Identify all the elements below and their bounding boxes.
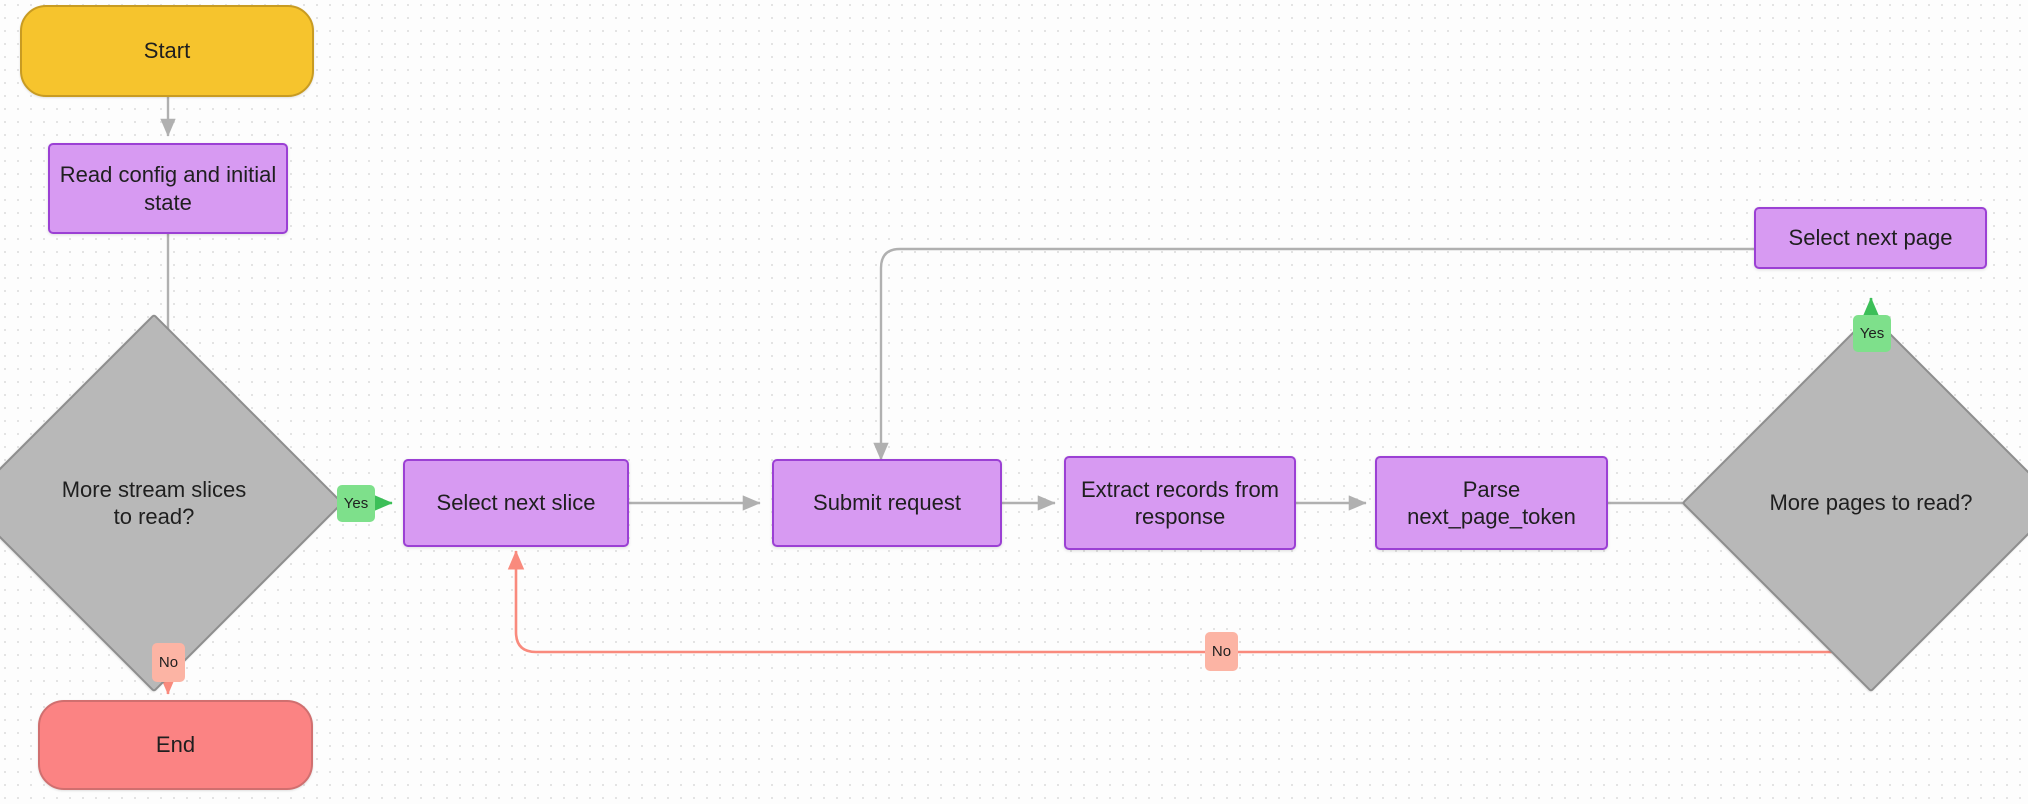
node-end[interactable]: End bbox=[38, 700, 313, 790]
node-end-label: End bbox=[155, 732, 196, 758]
node-read-config-label: Read config and initial state bbox=[59, 162, 277, 215]
node-submit-request-label: Submit request bbox=[813, 490, 961, 516]
node-start[interactable]: Start bbox=[20, 5, 314, 97]
edge-label-pages-yes-text: Yes bbox=[1859, 325, 1885, 342]
node-parse-next-page-token-label: Parse next_page_token bbox=[1407, 476, 1576, 530]
node-more-stream-slices[interactable]: More stream slices to read? bbox=[0, 313, 344, 693]
node-select-next-page-label: Select next page bbox=[1788, 225, 1953, 251]
node-submit-request[interactable]: Submit request bbox=[772, 459, 1002, 547]
node-select-next-slice-label: Select next slice bbox=[436, 490, 596, 516]
edge-label-slices-yes: Yes bbox=[337, 485, 375, 522]
edge-label-slices-no: No bbox=[152, 643, 185, 682]
node-select-next-slice[interactable]: Select next slice bbox=[403, 459, 629, 547]
node-parse-next-page-token[interactable]: Parse next_page_token bbox=[1375, 456, 1608, 550]
edge-label-slices-no-text: No bbox=[158, 654, 179, 671]
node-select-next-page[interactable]: Select next page bbox=[1754, 207, 1987, 269]
edge-label-pages-no-text: No bbox=[1211, 643, 1232, 660]
node-extract-records-label: Extract records from response bbox=[1080, 476, 1280, 530]
node-more-stream-slices-label: More stream slices to read? bbox=[61, 476, 247, 530]
node-more-pages-label: More pages to read? bbox=[1769, 490, 1973, 516]
edge-more-pages-no bbox=[507, 550, 1873, 654]
edge-label-pages-no: No bbox=[1205, 632, 1238, 671]
edge-label-pages-yes: Yes bbox=[1853, 315, 1891, 352]
node-more-pages[interactable]: More pages to read? bbox=[1681, 313, 2028, 693]
edge-select-page-to-submit bbox=[873, 247, 1754, 461]
node-start-label: Start bbox=[143, 38, 191, 64]
node-read-config[interactable]: Read config and initial state bbox=[48, 143, 288, 234]
node-extract-records[interactable]: Extract records from response bbox=[1064, 456, 1296, 550]
edge-label-slices-yes-text: Yes bbox=[343, 495, 369, 512]
